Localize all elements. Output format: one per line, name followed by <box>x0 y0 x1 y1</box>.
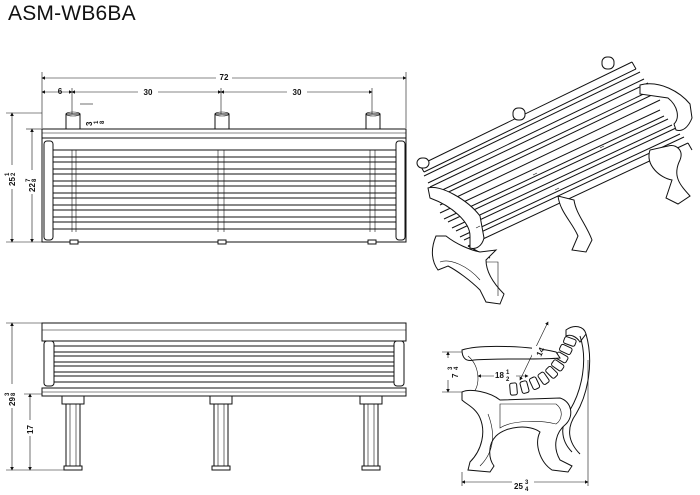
svg-text:1: 1 <box>5 172 11 176</box>
svg-text:1: 1 <box>94 120 100 124</box>
svg-text:4: 4 <box>454 366 460 370</box>
seat-depth-side-whole: 18 <box>495 371 504 380</box>
post-size-whole: 3 <box>85 121 94 126</box>
base-depth-whole: 25 <box>514 482 523 491</box>
seat-height-label: 17 <box>26 425 35 434</box>
top-view: 72 6 30 30 3 1 8 <box>5 72 407 245</box>
overall-depth-whole: 25 <box>8 177 17 186</box>
front-view: 29 3 8 17 <box>5 322 407 471</box>
svg-text:7: 7 <box>26 178 32 182</box>
isometric-view <box>416 56 693 305</box>
post-offset-label: 6 <box>58 87 63 96</box>
svg-text:8: 8 <box>11 392 17 396</box>
back-height-label: 14 <box>535 345 547 357</box>
svg-text:8: 8 <box>32 178 38 182</box>
drawing-title: ASM-WB6BA <box>8 2 136 25</box>
svg-text:8: 8 <box>100 120 106 124</box>
svg-text:3: 3 <box>5 392 11 396</box>
svg-text:3: 3 <box>448 366 454 370</box>
post-spacing-2-label: 30 <box>293 88 302 97</box>
post-spacing-1-label: 30 <box>144 88 153 97</box>
svg-text:3: 3 <box>525 480 529 486</box>
arm-height-whole: 7 <box>451 373 460 378</box>
overall-length-label: 72 <box>220 73 229 82</box>
overall-height-whole: 29 <box>8 397 17 406</box>
svg-text:4: 4 <box>525 487 529 493</box>
svg-text:2: 2 <box>11 172 17 176</box>
seat-depth-whole: 22 <box>28 183 37 192</box>
side-view: 7 3 4 14 18 1 2 25 3 4 <box>442 321 591 493</box>
svg-text:1: 1 <box>506 370 510 376</box>
svg-text:2: 2 <box>506 377 510 383</box>
